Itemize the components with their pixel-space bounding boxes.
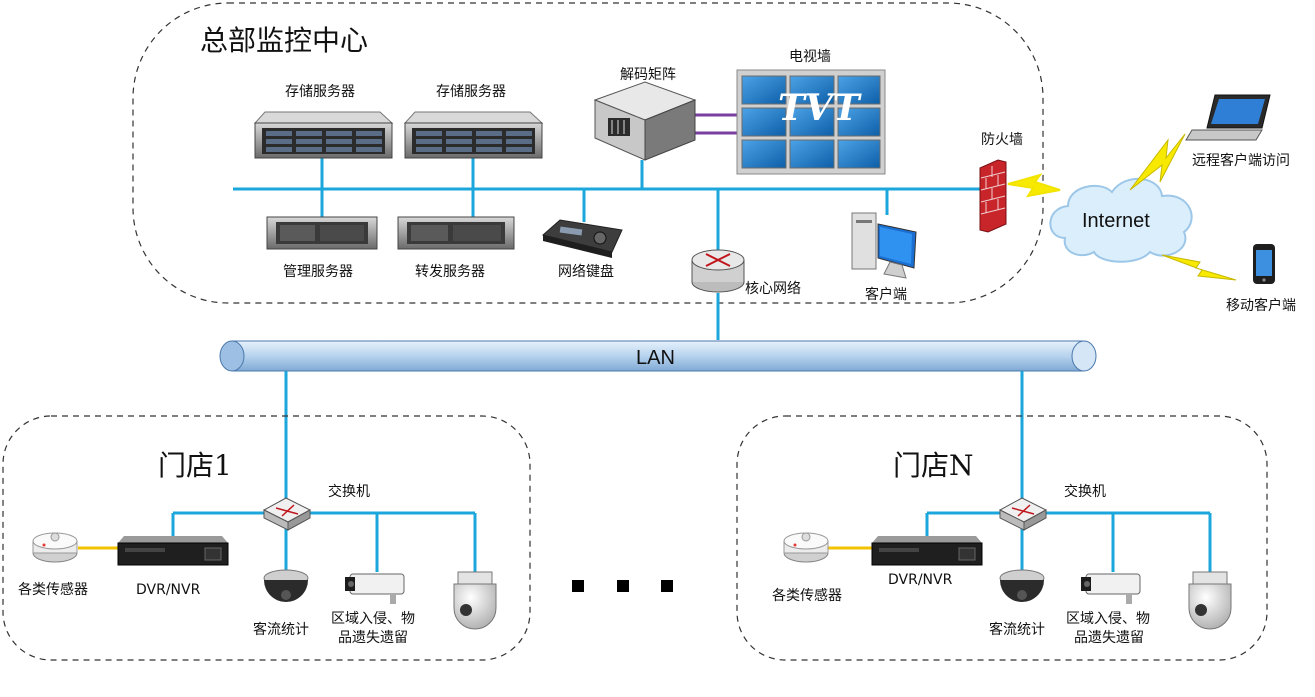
storeN-ptz-camera-icon [1188, 571, 1232, 630]
management-server [266, 216, 378, 250]
store1-region [2, 415, 531, 661]
lightning-mobile [1161, 254, 1237, 281]
storeN-dome-camera-icon [999, 569, 1045, 602]
storeN-people-count-label: 客流统计 [989, 621, 1045, 638]
storeN-title: 门店N [893, 449, 974, 482]
forwarding-server [397, 216, 515, 250]
storage-server-2-label: 存储服务器 [436, 84, 506, 100]
tv-wall: TVT [736, 69, 886, 175]
store1-switch-icon [262, 497, 312, 531]
client-pc-icon [851, 212, 917, 279]
decoder-matrix [593, 81, 697, 161]
lan-label: LAN [636, 347, 675, 369]
decoder-to-tvwall-cables [690, 113, 740, 135]
lan-backbone [219, 340, 1097, 372]
storeN-sensor-label: 各类传感器 [772, 587, 842, 604]
management-server-label: 管理服务器 [283, 264, 353, 280]
store1-intrusion-label-2: 品遗失遗留 [338, 630, 408, 646]
decoder-matrix-label: 解码矩阵 [620, 67, 676, 83]
storeN-sensor-icon [783, 532, 829, 563]
store1-intrusion-label-1: 区域入侵、物 [331, 610, 415, 627]
client-label: 客户端 [865, 286, 907, 303]
internet-cloud-icon [1049, 177, 1193, 263]
storeN-intrusion-label-2: 品遗失遗留 [1074, 630, 1144, 646]
lightning-firewall [1007, 173, 1061, 198]
tv-wall-label: 电视墙 [789, 49, 831, 65]
store1-ptz-camera-icon [453, 571, 497, 630]
remote-client-label: 远程客户端访问 [1192, 152, 1290, 169]
store1-sensor-icon [32, 532, 78, 563]
storage-server-1 [253, 111, 394, 159]
core-router-icon [691, 249, 745, 293]
hq-title: 总部监控中心 [200, 24, 368, 57]
mobile-client-label: 移动客户端 [1226, 297, 1296, 314]
network-keyboard-icon [541, 219, 623, 258]
storeN-switch-icon [998, 497, 1048, 531]
storeN-region [736, 415, 1268, 661]
forwarding-server-label: 转发服务器 [415, 264, 485, 280]
store1-switch-label: 交换机 [328, 483, 370, 500]
hq-network-lines [233, 155, 990, 340]
more-stores-ellipsis [572, 580, 673, 592]
storeN-recorder-icon [871, 536, 983, 566]
lightning-remote [1129, 133, 1186, 191]
store-uplinks [284, 371, 1024, 500]
storage-server-1-label: 存储服务器 [285, 84, 355, 100]
store1-recorder-label: DVR/NVR [136, 582, 201, 598]
storeN-bullet-camera-icon [1081, 573, 1141, 604]
tv-wall-logo: TVT [778, 87, 862, 129]
network-keyboard-label: 网络键盘 [558, 263, 614, 280]
store1-people-count-label: 客流统计 [253, 621, 309, 638]
store1-title: 门店1 [158, 449, 232, 482]
storeN-recorder-label: DVR/NVR [888, 572, 953, 588]
store1-dome-camera-icon [263, 569, 309, 602]
internet-label: Internet [1082, 210, 1150, 232]
mobile-phone-icon [1253, 244, 1275, 284]
hq-region [132, 2, 1044, 304]
firewall-label: 防火墙 [981, 132, 1023, 148]
storage-server-2 [403, 111, 544, 159]
store1-recorder-icon [117, 536, 229, 566]
storeN-switch-label: 交换机 [1064, 483, 1106, 500]
store1-bullet-camera-icon [345, 573, 405, 604]
store1-sensor-label: 各类传感器 [18, 581, 88, 598]
firewall-icon [979, 159, 1007, 233]
core-network-label: 核心网络 [745, 281, 801, 297]
laptop-icon [1185, 94, 1271, 141]
storeN-intrusion-label-1: 区域入侵、物 [1066, 610, 1150, 627]
